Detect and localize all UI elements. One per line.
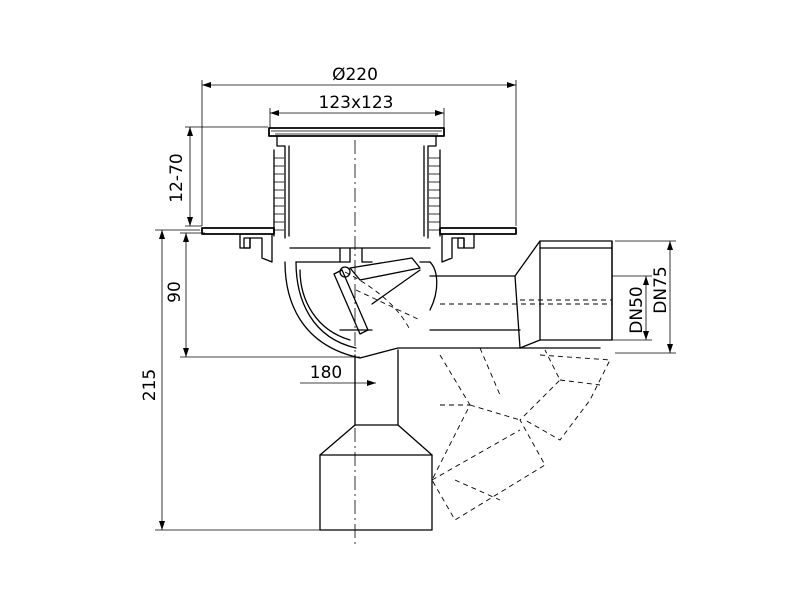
dimension-label-dn75: DN75 — [651, 266, 671, 313]
flap-trap — [333, 257, 421, 335]
dimension-grate-123x123: 123x123 — [269, 93, 445, 128]
dimension-diameter-220: Ø220 — [201, 65, 517, 226]
dimension-label-diameter: Ø220 — [332, 65, 378, 85]
vertical-outlet — [319, 349, 433, 531]
dimension-offset-180: 180 — [300, 363, 376, 386]
dimension-outlet-dn: DN50 DN75 — [612, 240, 676, 354]
drain-body — [284, 247, 601, 359]
dimension-height-215: 215 — [140, 229, 320, 531]
grate-frame — [268, 127, 445, 239]
dimension-label-grate: 123x123 — [319, 93, 394, 113]
side-outlet — [429, 240, 613, 349]
dimension-height-12-70: 12-70 — [167, 126, 268, 227]
dimension-label-dn50: DN50 — [627, 286, 647, 333]
dimension-height-90: 90 — [165, 232, 360, 358]
dimension-label-offset: 180 — [310, 363, 342, 383]
ribbed-sleeve — [273, 149, 441, 237]
dimension-label-body-height: 90 — [165, 281, 185, 303]
angled-outlet-option — [431, 347, 611, 521]
dimension-label-total-height: 215 — [140, 369, 160, 401]
dimension-label-height-adjust: 12-70 — [167, 153, 187, 202]
flange — [201, 227, 517, 263]
